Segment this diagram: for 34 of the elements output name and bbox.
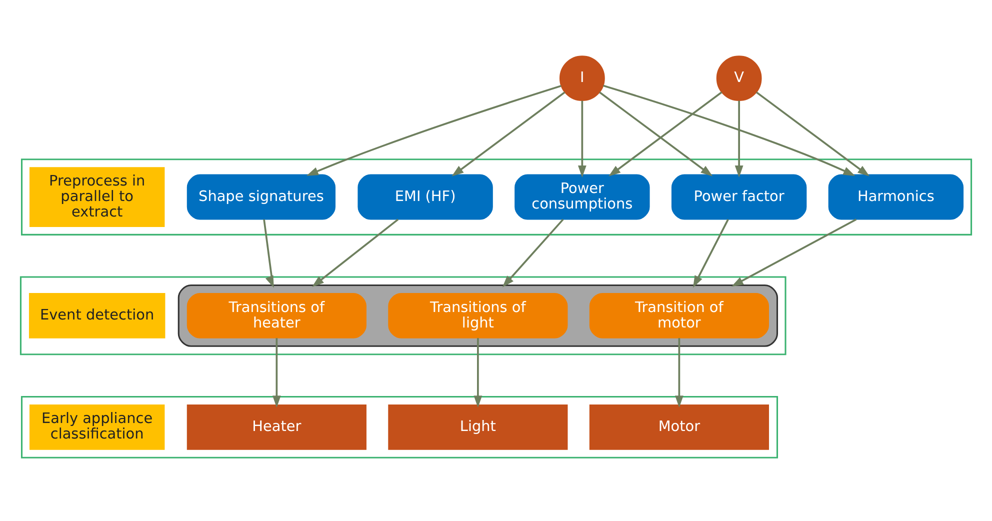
- node-box: Transitions of heater: [186, 292, 366, 338]
- cluster: [20, 158, 972, 235]
- node-box: EMI (HF): [358, 174, 493, 220]
- arrow: [272, 338, 281, 408]
- arrow: [263, 218, 274, 288]
- arrow: [312, 218, 399, 286]
- node-box: Power factor: [671, 174, 807, 220]
- arrow: [502, 218, 564, 287]
- arrow: [608, 91, 722, 176]
- arrow: [756, 91, 870, 176]
- arrow: [675, 338, 684, 408]
- arrow: [599, 91, 713, 176]
- node-box: Shape signatures: [186, 174, 336, 220]
- node-box: Power consumptions: [514, 174, 650, 220]
- arrow: [731, 218, 857, 286]
- node-box: Event detection: [28, 292, 166, 338]
- node-box: Heater: [186, 404, 366, 450]
- node-box: Light: [388, 404, 568, 450]
- arrow: [306, 84, 562, 176]
- arrow: [452, 91, 566, 176]
- arrow: [578, 100, 586, 178]
- node-box: Transition of motor: [589, 292, 769, 338]
- node-box: Harmonics: [828, 174, 964, 220]
- node-circle: V: [716, 55, 762, 101]
- node-box: Motor: [589, 404, 769, 450]
- arrow: [734, 100, 744, 178]
- node-circle: I: [559, 55, 605, 101]
- node-box: Preprocess in parallel to extract: [30, 166, 165, 226]
- node-box: Early appliance classification: [30, 404, 165, 450]
- arrow: [474, 338, 482, 408]
- arrow: [693, 218, 729, 288]
- cluster: [178, 284, 778, 346]
- node-box: Transitions of light: [388, 292, 568, 338]
- arrow: [602, 84, 856, 176]
